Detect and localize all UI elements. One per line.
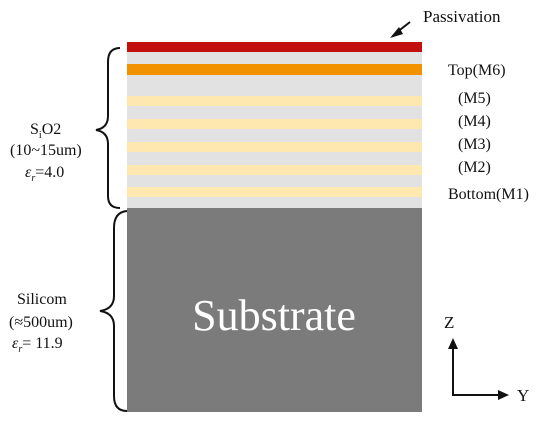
axis-y-arrow-icon	[452, 390, 509, 400]
label-m1: Bottom(M1)	[448, 186, 529, 203]
silicon-material-label: Silicom	[17, 291, 67, 308]
oxide-permittivity-label: εr=4.0	[25, 164, 64, 184]
substrate-label: Substrate	[192, 291, 356, 340]
metal-layer-m2	[127, 165, 422, 175]
oxide-brace-icon	[95, 47, 121, 209]
metal-layer-m6	[127, 64, 422, 75]
metal-layer-m5	[127, 96, 422, 106]
oxide-material-label: SiO2	[30, 121, 61, 141]
silicon-thickness-label: (≈500um)	[9, 314, 73, 331]
passivation-layer	[127, 42, 422, 52]
axis-z-label: Z	[444, 313, 454, 332]
passivation-label: Passivation	[423, 7, 501, 26]
oxide-thickness-label: (10~15um)	[10, 142, 82, 159]
oxide-layer	[127, 52, 422, 208]
silicon-permittivity-label: εr= 11.9	[12, 335, 63, 355]
axis-y-label: Y	[517, 386, 529, 405]
substrate-layer	[127, 208, 422, 412]
metal-layer-m1	[127, 187, 422, 197]
axis-z-arrow-icon	[448, 338, 458, 395]
label-m6: Top(M6)	[448, 62, 506, 79]
label-m5: (M5)	[458, 90, 491, 107]
metal-layer-m4	[127, 119, 422, 129]
silicon-brace-icon	[99, 210, 128, 412]
metal-layer-m3	[127, 142, 422, 152]
label-m3: (M3)	[458, 136, 491, 153]
label-m4: (M4)	[458, 113, 491, 130]
label-m2: (M2)	[458, 159, 491, 176]
passivation-arrow-icon	[390, 21, 411, 38]
